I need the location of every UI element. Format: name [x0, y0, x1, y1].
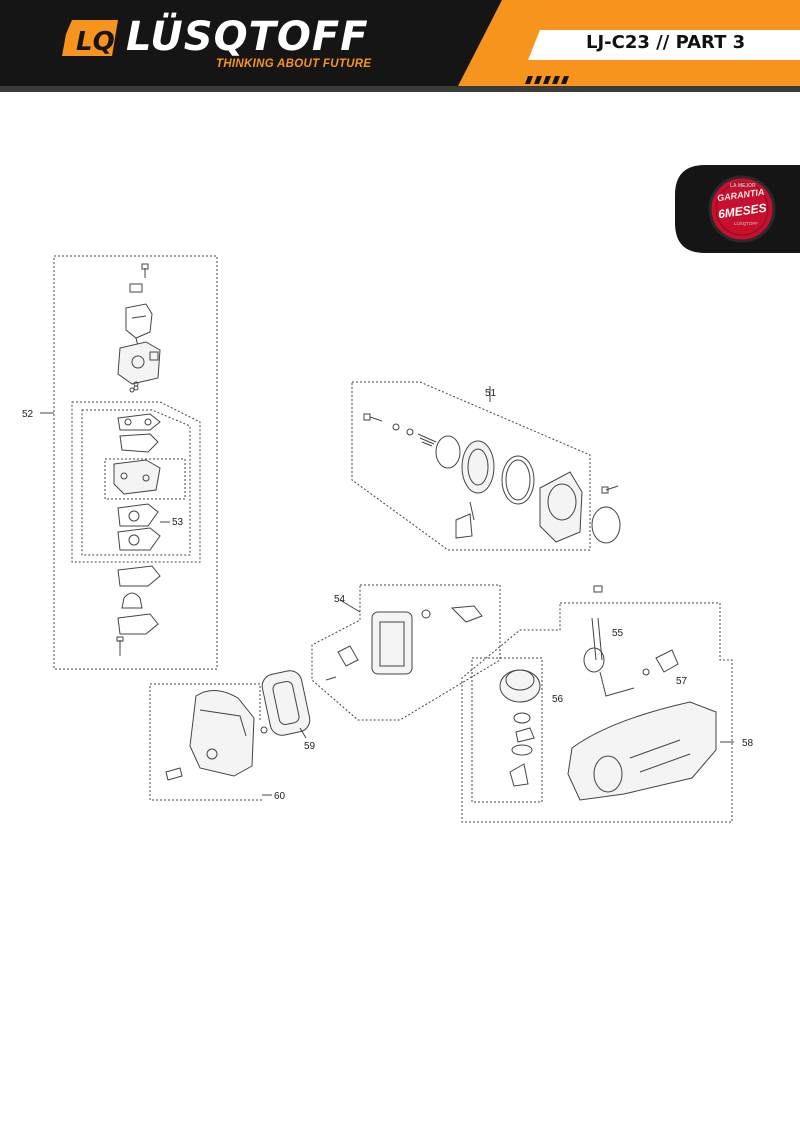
- badge-brand: LÜSQTOFF: [734, 221, 758, 226]
- callout-51: 51: [485, 388, 497, 399]
- brand-tagline: THINKING ABOUT FUTURE: [216, 58, 372, 70]
- model-part-label: LJ-C23 // PART 3: [586, 32, 746, 53]
- air-filter-base-group: [311, 584, 501, 721]
- header-banner: LQ: [0, 0, 800, 92]
- page-header: LQ LÜSQTOFF THINKING ABOUT FUTURE LJ-C23…: [0, 0, 800, 92]
- brand-name: LÜSQTOFF: [126, 14, 369, 60]
- callout-54: 54: [334, 594, 346, 605]
- callout-55: 55: [612, 628, 624, 639]
- fuel-tank-group: [461, 585, 734, 823]
- callout-57: 57: [676, 676, 688, 687]
- callout-56: 56: [552, 694, 564, 705]
- exploded-parts-diagram: 51 52 53 54 55 56 57 58 59 60: [22, 255, 754, 823]
- recoil-starter-group: [351, 381, 621, 551]
- callout-59: 59: [304, 741, 316, 752]
- callout-52: 52: [22, 409, 34, 420]
- warranty-badge: [675, 165, 800, 253]
- callout-60: 60: [274, 791, 286, 802]
- air-filter-cover-group: [149, 670, 311, 801]
- badge-top-line: LA MEJOR: [730, 183, 756, 189]
- callout-53: 53: [172, 517, 184, 528]
- svg-text:LQ: LQ: [76, 27, 115, 57]
- lq-monogram-logo: LQ: [62, 20, 118, 57]
- callout-58: 58: [742, 738, 754, 749]
- carburetor-group: [40, 255, 218, 670]
